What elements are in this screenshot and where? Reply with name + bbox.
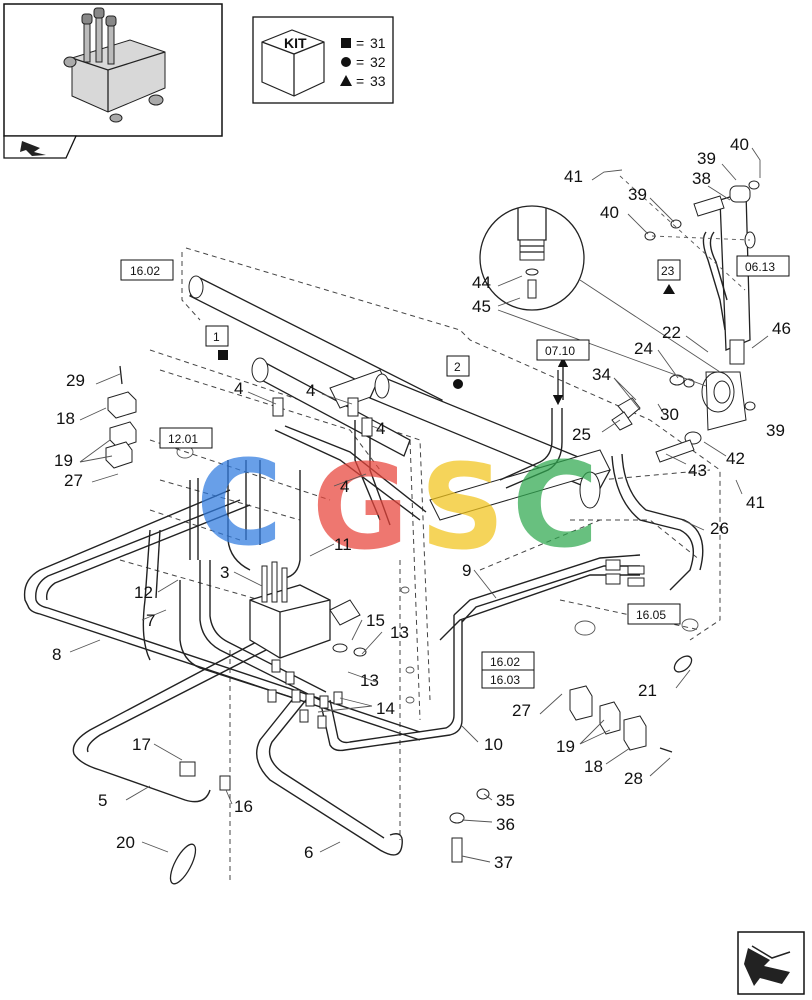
callout-17: 17 [132,735,151,754]
callout-3: 3 [220,563,229,582]
watermark-letter-4: C [512,436,599,574]
callout-7: 7 [146,611,155,630]
kit-title: KIT [284,35,307,51]
kit-value-31: 31 [370,35,386,51]
callout-11: 11 [334,535,352,554]
fittings [169,397,693,885]
callout-4-a: 4 [234,379,243,398]
callout-numbers: 41 38 40 39 39 40 44 45 22 24 46 29 18 1… [52,135,791,872]
leader-lines [69,147,769,863]
callout-40-top: 40 [730,135,749,154]
ref-box-16-02-top: 16.02 [130,264,160,278]
callout-27-left: 27 [64,471,83,490]
callout-14: 14 [376,699,395,718]
ref-box-12-01: 12.01 [168,432,198,446]
watermark-logo: C G S C [196,434,599,576]
callout-29: 29 [66,371,85,390]
next-page-arrow-icon[interactable] [737,931,805,995]
callout-41-top: 41 [564,167,583,186]
callout-8: 8 [52,645,61,664]
callout-19-right: 19 [556,737,575,756]
callout-40-mid: 40 [600,203,619,222]
control-valve [249,561,367,659]
callout-13-b: 13 [360,671,379,690]
watermark-letter-2: G [312,438,409,576]
callout-39-mid: 39 [628,185,647,204]
callout-28: 28 [624,769,643,788]
ref-box-16-02-bottom: 16.02 [490,655,520,669]
callout-4-d: 4 [340,477,349,496]
boxed-callout-23: 23 [661,264,675,278]
ref-box-07-10: 07.10 [545,344,575,358]
kit-eq-3: = [356,73,364,89]
callout-5: 5 [98,791,107,810]
callout-12: 12 [134,583,153,602]
clamps [105,365,673,753]
callout-9: 9 [462,561,471,580]
callout-41-right: 41 [746,493,765,512]
callout-43: 43 [688,461,707,480]
watermark-letter-3: S [420,438,505,576]
callout-38: 38 [692,169,711,188]
callout-39-top: 39 [697,149,716,168]
callout-45: 45 [472,297,491,316]
callout-6: 6 [304,843,313,862]
callout-19-left: 19 [54,451,73,470]
rear-cylinder [369,373,611,521]
ref-box-16-05: 16.05 [636,608,666,622]
callout-42: 42 [726,449,745,468]
callout-4-c: 4 [376,419,385,438]
callout-26: 26 [710,519,729,538]
callout-35: 35 [496,791,515,810]
kit-eq-1: = [356,35,364,51]
callout-24: 24 [634,339,653,358]
boxed-callout-2: 2 [454,360,461,374]
kit-value-32: 32 [370,54,386,70]
callout-16: 16 [234,797,253,816]
callout-22: 22 [662,323,681,342]
callout-37: 37 [494,853,513,872]
callout-34: 34 [592,365,611,384]
kit-value-33: 33 [370,73,386,89]
callout-44: 44 [472,273,491,292]
callout-18-right: 18 [584,757,603,776]
callout-21: 21 [638,681,657,700]
ref-box-06-13: 06.13 [745,260,775,274]
callout-10: 10 [484,735,503,754]
hydraulic-pipes [23,370,704,856]
callout-39-right: 39 [766,421,785,440]
upper-right-assembly [611,175,760,463]
previous-page-arrow-icon[interactable] [3,135,78,159]
kit-legend: KIT = = = 31 32 33 [252,16,394,104]
circle-icon [341,57,351,67]
lift-cylinder [188,275,443,457]
reference-boxes: 16.02 12.01 07.10 06.13 16.05 16.02 16.0… [120,255,790,689]
watermark-letter-1: C [196,434,283,572]
square-icon [341,38,351,48]
callout-15: 15 [366,611,385,630]
detail-magnifier [479,205,721,387]
triangle-icon [340,75,352,86]
callout-27-right: 27 [512,701,531,720]
callout-20: 20 [116,833,135,852]
callout-25: 25 [572,425,591,444]
kit-eq-2: = [356,54,364,70]
callout-13-a: 13 [390,623,409,642]
callout-36: 36 [496,815,515,834]
callout-18-left: 18 [56,409,75,428]
boxed-callout-1: 1 [213,330,220,344]
callout-46: 46 [772,319,791,338]
tractor-frame-phantom [119,247,721,880]
ref-box-16-03: 16.03 [490,673,520,687]
callout-4-b: 4 [306,381,315,400]
valve-thumbnail-icon [3,3,223,137]
callout-30: 30 [660,405,679,424]
